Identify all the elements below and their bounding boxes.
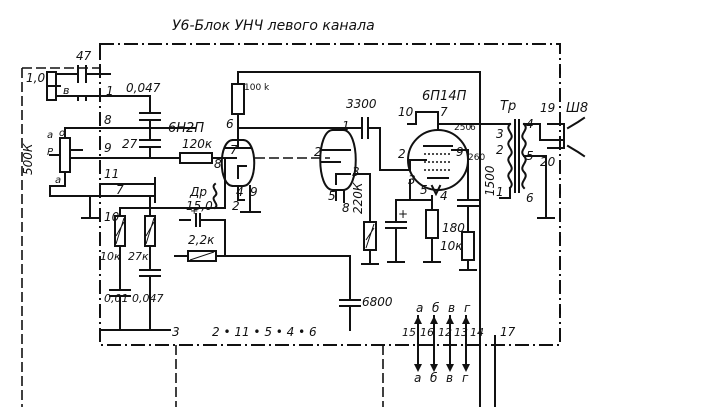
volume-pot-500k: 500К а Р о а xyxy=(21,127,111,187)
t3-pin2: 2 xyxy=(398,147,406,161)
t2-pin1: 1 xyxy=(342,119,350,133)
speaker-connector: Ш8 19 20 xyxy=(540,101,588,169)
resistor-1m-label: 1,0 xyxy=(26,71,45,85)
t3-pin4: 4 xyxy=(440,189,448,203)
pin-27-label: 27 xyxy=(122,137,138,151)
output-cathode: + 180 10к 1500 xyxy=(385,159,497,271)
tube-6n2p-a: 6Н2П 6 7 8 4 2 9 xyxy=(168,117,261,213)
res-120k-label: 120к xyxy=(182,137,213,151)
res-100k: 100 k xyxy=(231,71,481,331)
cap-plus: + xyxy=(190,206,198,217)
conn-pin19: 19 xyxy=(540,101,555,115)
bus-la2: а xyxy=(414,371,421,385)
t3-pin10: 10 xyxy=(398,105,414,119)
t3-pin5: 5 xyxy=(420,183,428,197)
transformer-label: Тр xyxy=(500,99,516,114)
tr-pin1: 1 xyxy=(496,185,504,199)
t3-pin260: 260 xyxy=(468,153,485,163)
bus-lg2: г xyxy=(462,371,469,385)
t2-pin2: 2 xyxy=(314,145,322,159)
tube3-label: 6П14П xyxy=(422,89,467,104)
t1-pin9: 9 xyxy=(250,185,258,199)
input-pins: 8 27 9 11 7 120к xyxy=(49,113,226,219)
diagram-title: У6-Блок УНЧ левого канала xyxy=(172,18,375,34)
t3-pin9: 9 xyxy=(456,145,464,159)
pin-1-label: 1 xyxy=(106,84,114,98)
pot-o-label: о xyxy=(59,128,65,139)
cap-6800-label: 6800 xyxy=(362,295,393,309)
t3-pin6: 6 xyxy=(470,123,476,133)
t1-pin7: 7 xyxy=(230,143,238,157)
tr-pin2: 2 xyxy=(496,143,504,157)
bus-la: а xyxy=(416,301,423,315)
res-10k-label: 10к xyxy=(440,239,463,253)
t1-pin2: 2 xyxy=(232,199,240,213)
bus-seq: 2 • 11 • 5 • 4 • 6 xyxy=(212,325,317,339)
cap-15-label: 15,0 xyxy=(186,199,213,213)
grid-leak: 220К 6800 xyxy=(339,173,393,331)
pin-11-label: 11 xyxy=(104,167,119,181)
t3-pin7: 7 xyxy=(440,105,448,119)
t2-pin3: 3 xyxy=(352,165,360,179)
pin-8-label: 8 xyxy=(104,113,112,127)
bottom-bus: 3 2 • 11 • 5 • 4 • 6 15 16 12 13 14 17 а… xyxy=(172,301,516,407)
tube-6n2p-b: 1 2 3 5 8 xyxy=(314,119,360,215)
bus-12: 12 xyxy=(438,326,452,339)
res-27k-label: 27к xyxy=(128,250,149,263)
tr-pin3: 3 xyxy=(496,127,504,141)
cap-0047b-label: 0,047 xyxy=(132,292,164,305)
cathode-network: Др 15,0 + 2,2к xyxy=(174,182,351,262)
input-network: 1,0 47 в 1 0,047 xyxy=(26,49,161,136)
t3-pin3: 3 xyxy=(408,173,416,187)
bus-lv: в xyxy=(448,301,455,315)
tr-pin6: 6 xyxy=(526,191,534,205)
t1-pin6: 6 xyxy=(226,117,234,131)
cap-1500-label: 1500 xyxy=(483,165,497,196)
pot-a2-label: а xyxy=(55,175,61,186)
output-transformer: Тр 3 2 1 4 5 6 xyxy=(496,99,565,219)
tube1-label: 6Н2П xyxy=(168,121,204,136)
res-180-label: 180 xyxy=(442,221,465,235)
pin-v-label: в xyxy=(63,84,69,97)
cap-47-label: 47 xyxy=(76,49,92,63)
t2-pin5: 5 xyxy=(328,189,336,203)
pot-a-label: а xyxy=(47,130,53,141)
t1-pin4: 4 xyxy=(236,185,244,199)
pin-9-label: 9 xyxy=(104,141,112,155)
bus-13: 13 xyxy=(454,326,468,339)
t2-pin8: 8 xyxy=(342,201,350,215)
bus-pin3: 3 xyxy=(172,325,180,339)
bus-14: 14 xyxy=(470,326,484,339)
bus-lg: г xyxy=(464,301,471,315)
tube-6p14p: 6П14П 10 7 2 9 3 5 4 250 6 260 xyxy=(398,89,501,207)
t1-pin8: 8 xyxy=(214,157,222,171)
pot-p-label: Р xyxy=(47,147,54,158)
cap-0047-label: 0,047 xyxy=(126,81,161,95)
bus-15: 15 xyxy=(402,326,416,339)
dr-label: Др xyxy=(189,185,207,199)
bus-lv2: в xyxy=(446,371,453,385)
tone-network: 10 10к 27к 0,01 0,047 xyxy=(99,195,226,331)
bus-17: 17 xyxy=(500,325,516,339)
bus-lb: б xyxy=(432,301,440,315)
conn-pin20: 20 xyxy=(540,155,556,169)
cap-plus-2: + xyxy=(398,207,408,221)
cap-001-label: 0,01 xyxy=(104,292,129,305)
res-100k-label: 100 k xyxy=(244,83,270,93)
pot-500k-label: 500К xyxy=(21,143,35,175)
pin-7-label: 7 xyxy=(116,183,124,197)
connector-label: Ш8 xyxy=(566,101,588,116)
bus-16: 16 xyxy=(420,326,434,339)
res-22k-label: 2,2к xyxy=(188,233,215,247)
cap-3300: 3300 xyxy=(346,97,411,171)
bus-lb2: б xyxy=(430,371,438,385)
t3-pin250: 250 xyxy=(454,123,471,133)
res-10k-b-label: 10к xyxy=(100,250,121,263)
res-220k-label: 220К xyxy=(351,182,365,214)
cap-3300-label: 3300 xyxy=(346,97,377,111)
